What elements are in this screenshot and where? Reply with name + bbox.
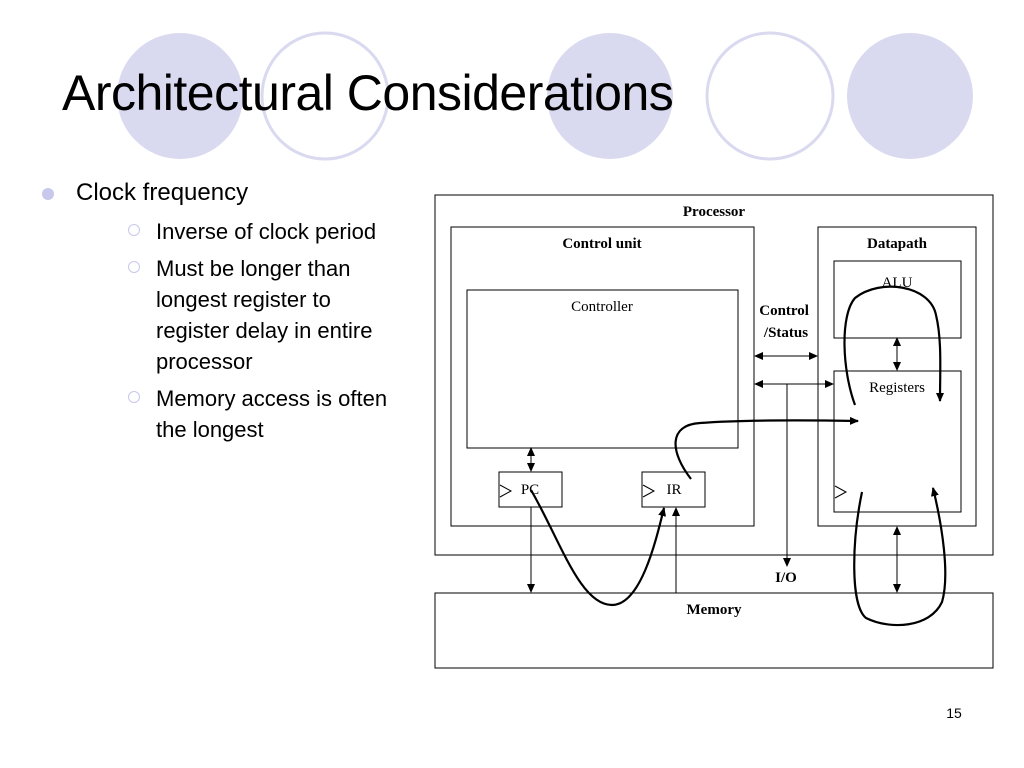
sub-bullet-text: Memory access is often the longest	[156, 386, 388, 442]
ir-label: IR	[667, 482, 682, 498]
bullet-ring-icon	[128, 224, 140, 236]
control-status-line1: Control	[759, 303, 809, 319]
bullet-item: Clock frequency Inverse of clock period …	[40, 178, 410, 445]
slide-number: 15	[946, 705, 962, 721]
title-decoration	[117, 31, 973, 161]
clock-triangle-icon	[642, 484, 656, 498]
decor-circle-filled	[547, 33, 673, 159]
bullet-list: Clock frequency Inverse of clock period …	[40, 178, 410, 451]
pc-label: PC	[521, 482, 539, 498]
bullet-ring-icon	[128, 391, 140, 403]
controller-label: Controller	[571, 299, 633, 315]
io-label: I/O	[775, 570, 797, 586]
processor-diagram: Processor Control unit Controller PC IR …	[434, 194, 994, 669]
pc-to-ir-path	[530, 489, 666, 607]
processor-label: Processor	[683, 204, 746, 220]
decor-circle-outline	[260, 31, 390, 161]
sub-bullet-text: Must be longer than longest register to …	[156, 256, 373, 374]
control-status-line2: /Status	[763, 325, 808, 341]
memory-label: Memory	[687, 602, 742, 618]
sub-bullet-item: Inverse of clock period	[76, 216, 410, 247]
ir-to-registers-path	[674, 416, 859, 480]
memory-box	[434, 592, 994, 669]
decor-circle-outline	[705, 31, 835, 161]
registers-alu-loop-path	[843, 285, 945, 406]
sub-bullet-item: Must be longer than longest register to …	[76, 253, 410, 377]
clock-triangle-icon	[499, 484, 513, 498]
bullet-text: Clock frequency	[76, 179, 249, 206]
control-status-label: Control /Status	[759, 303, 812, 341]
sub-bullet-item: Memory access is often the longest	[76, 383, 410, 445]
controller-box	[466, 289, 739, 449]
decor-circle-filled	[847, 33, 973, 159]
decor-circle-filled	[117, 33, 243, 159]
slide-title: Architectural Considerations	[62, 65, 674, 121]
control-unit-label: Control unit	[562, 236, 641, 252]
clock-triangle-icon	[834, 485, 848, 499]
registers-label: Registers	[869, 380, 925, 396]
registers-memory-loop-path	[853, 487, 947, 627]
sub-bullet-text: Inverse of clock period	[156, 219, 377, 244]
sub-bullet-list: Inverse of clock period Must be longer t…	[76, 216, 410, 445]
bullet-dot-icon	[42, 188, 54, 200]
pc-register	[498, 471, 563, 508]
bullet-ring-icon	[128, 261, 140, 273]
datapath-label: Datapath	[867, 236, 928, 252]
